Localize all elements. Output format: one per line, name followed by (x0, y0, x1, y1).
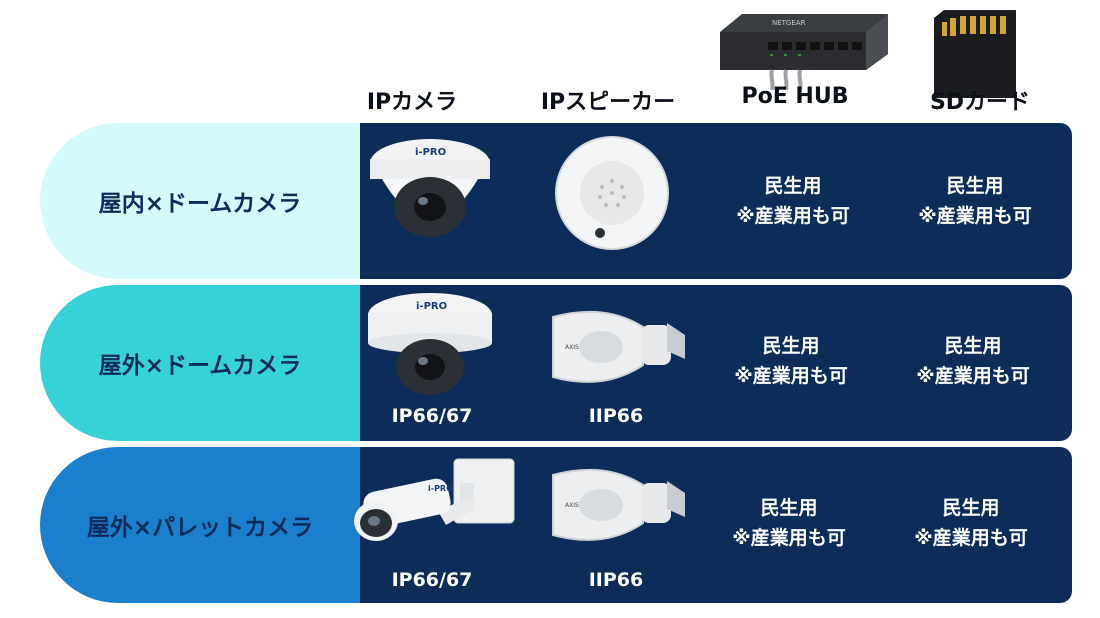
header-sd-card: SDカード (929, 90, 1031, 115)
poe-hub-line2: ※産業用も可 (734, 365, 848, 387)
poe-hub-line1: 民生用 (764, 175, 822, 197)
outdoor-dome-camera-image: i-PRO (362, 289, 498, 397)
camera-brand-text: i-PRO (416, 301, 447, 312)
ceiling-speaker-image (552, 133, 672, 253)
poe-hub-line2: ※産業用も可 (736, 205, 850, 227)
header-poe-hub: PoE HUB (741, 84, 849, 109)
speaker-ip-rating: IIP66 (588, 569, 644, 591)
poe-hub-cell: 民生用 ※産業用も可 (704, 493, 874, 553)
row-outdoor-dome: 屋外×ドームカメラ i-PRO IP66/67 AXIS IIP66 民生用 ※… (40, 285, 1072, 441)
poe-hub-line2: ※産業用も可 (732, 527, 846, 549)
row-outdoor-bullet: 屋外×パレットカメラ i-PRO IP66/67 AXIS IIP66 民生用 … (40, 447, 1072, 603)
camera-brand-text: i-PRO (415, 147, 446, 158)
camera-brand-text: i-PRO (428, 484, 453, 493)
sd-card-cell: 民生用 ※産業用も可 (886, 493, 1056, 553)
sd-card-line1: 民生用 (942, 497, 1000, 519)
sd-card-line2: ※産業用も可 (914, 527, 1028, 549)
poe-hub-brand-text: NETGEAR (772, 19, 806, 27)
speaker-brand-text: AXIS (565, 502, 579, 509)
speaker-ip-rating: IIP66 (588, 405, 644, 427)
poe-hub-cell: 民生用 ※産業用も可 (708, 171, 878, 231)
camera-ip-rating: IP66/67 (391, 405, 473, 427)
row-label: 屋外×ドームカメラ (40, 285, 360, 441)
camera-ip-rating: IP66/67 (391, 569, 473, 591)
header-camera: IPカメラ (366, 90, 458, 115)
sd-card-line1: 民生用 (946, 175, 1004, 197)
row-label: 屋外×パレットカメラ (40, 447, 360, 603)
sd-card-line2: ※産業用も可 (916, 365, 1030, 387)
indoor-dome-camera-image: i-PRO (360, 129, 500, 249)
header-speaker: IPスピーカー (540, 90, 676, 115)
sd-card-cell: 民生用 ※産業用も可 (888, 331, 1058, 391)
row-indoor-dome: 屋内×ドームカメラ i-PRO 民生用 ※産業用も可 民生用 ※産 (40, 123, 1072, 279)
speaker-brand-text: AXIS (565, 344, 579, 351)
poe-hub-line1: 民生用 (762, 335, 820, 357)
row-panel (328, 447, 1072, 603)
sd-card-cell: 民生用 ※産業用も可 (890, 171, 1060, 231)
horn-speaker-image: AXIS (545, 299, 695, 395)
poe-hub-cell: 民生用 ※産業用も可 (706, 331, 876, 391)
sd-card-line2: ※産業用も可 (918, 205, 1032, 227)
row-label: 屋内×ドームカメラ (40, 123, 360, 279)
horn-speaker-image: AXIS (545, 457, 695, 553)
sd-card-image (930, 8, 1020, 100)
bullet-camera-image: i-PRO (342, 455, 522, 551)
poe-hub-image: NETGEAR (712, 10, 892, 90)
poe-hub-line1: 民生用 (760, 497, 818, 519)
sd-card-line1: 民生用 (944, 335, 1002, 357)
